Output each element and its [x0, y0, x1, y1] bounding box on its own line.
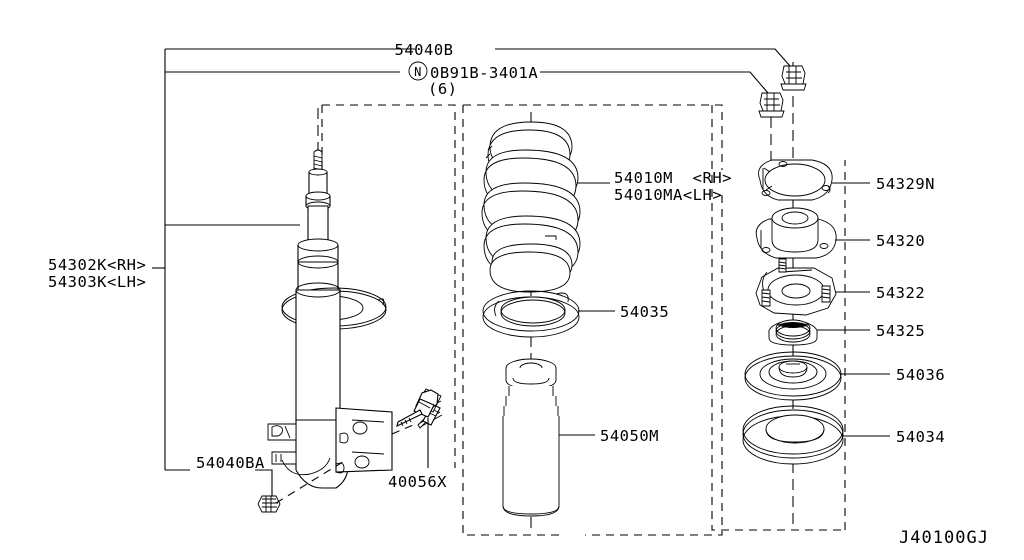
label-54303K-lh: 54303K<LH>	[48, 273, 146, 291]
strut-assembly	[267, 149, 393, 489]
label-54040B: 54040B	[395, 41, 454, 59]
strut-through-bolt	[396, 388, 443, 429]
label-54010M-rh: 54010M <RH>	[614, 169, 732, 187]
bolt-assembly-path	[391, 422, 419, 435]
label-54329N: 54329N	[876, 175, 935, 193]
label-54320: 54320	[876, 232, 925, 250]
strut-mounting-bracket	[755, 258, 837, 316]
group-box-mount-stack	[711, 105, 846, 531]
label-54302K-rh: 54302K<RH>	[48, 256, 146, 274]
right-callout-leaders	[817, 182, 890, 437]
dust-cover-bound-bumper	[502, 358, 560, 517]
strut-mounting-bearing	[768, 319, 818, 346]
label-54034: 54034	[896, 428, 945, 446]
label-54040BA: 54040BA	[196, 454, 265, 472]
strut-lower-nut	[257, 495, 281, 513]
nut-mark-circle: N	[408, 61, 428, 81]
coil-spring	[481, 121, 581, 293]
label-54010MA-lh: 54010MA<LH>	[614, 186, 722, 204]
label-nut-quantity: (6)	[428, 80, 458, 98]
label-0B91B-3401A: 0B91B-3401A	[430, 64, 538, 82]
label-40056X: 40056X	[388, 473, 447, 491]
drawing-watermark: J40100GJ	[899, 528, 989, 548]
nut-mark-letter: N	[414, 65, 422, 79]
mounting-insulator-plate	[758, 159, 833, 201]
spring-upper-seat	[482, 290, 580, 338]
group-box-spring-boot	[462, 104, 723, 536]
spring-seat-rubber	[742, 405, 844, 465]
label-54035: 54035	[620, 303, 669, 321]
strut-mounting-insulator	[755, 207, 837, 259]
spring-upper-rubber-seat	[744, 351, 842, 401]
label-54325: 54325	[876, 322, 925, 340]
center-callout-leaders	[559, 182, 615, 436]
upper-mounting-nut-left	[758, 92, 785, 118]
label-54036: 54036	[896, 366, 945, 384]
label-54050M: 54050M	[600, 427, 659, 445]
upper-mounting-nut-right	[780, 65, 807, 91]
label-54322: 54322	[876, 284, 925, 302]
top-callout-leaders	[152, 48, 791, 496]
